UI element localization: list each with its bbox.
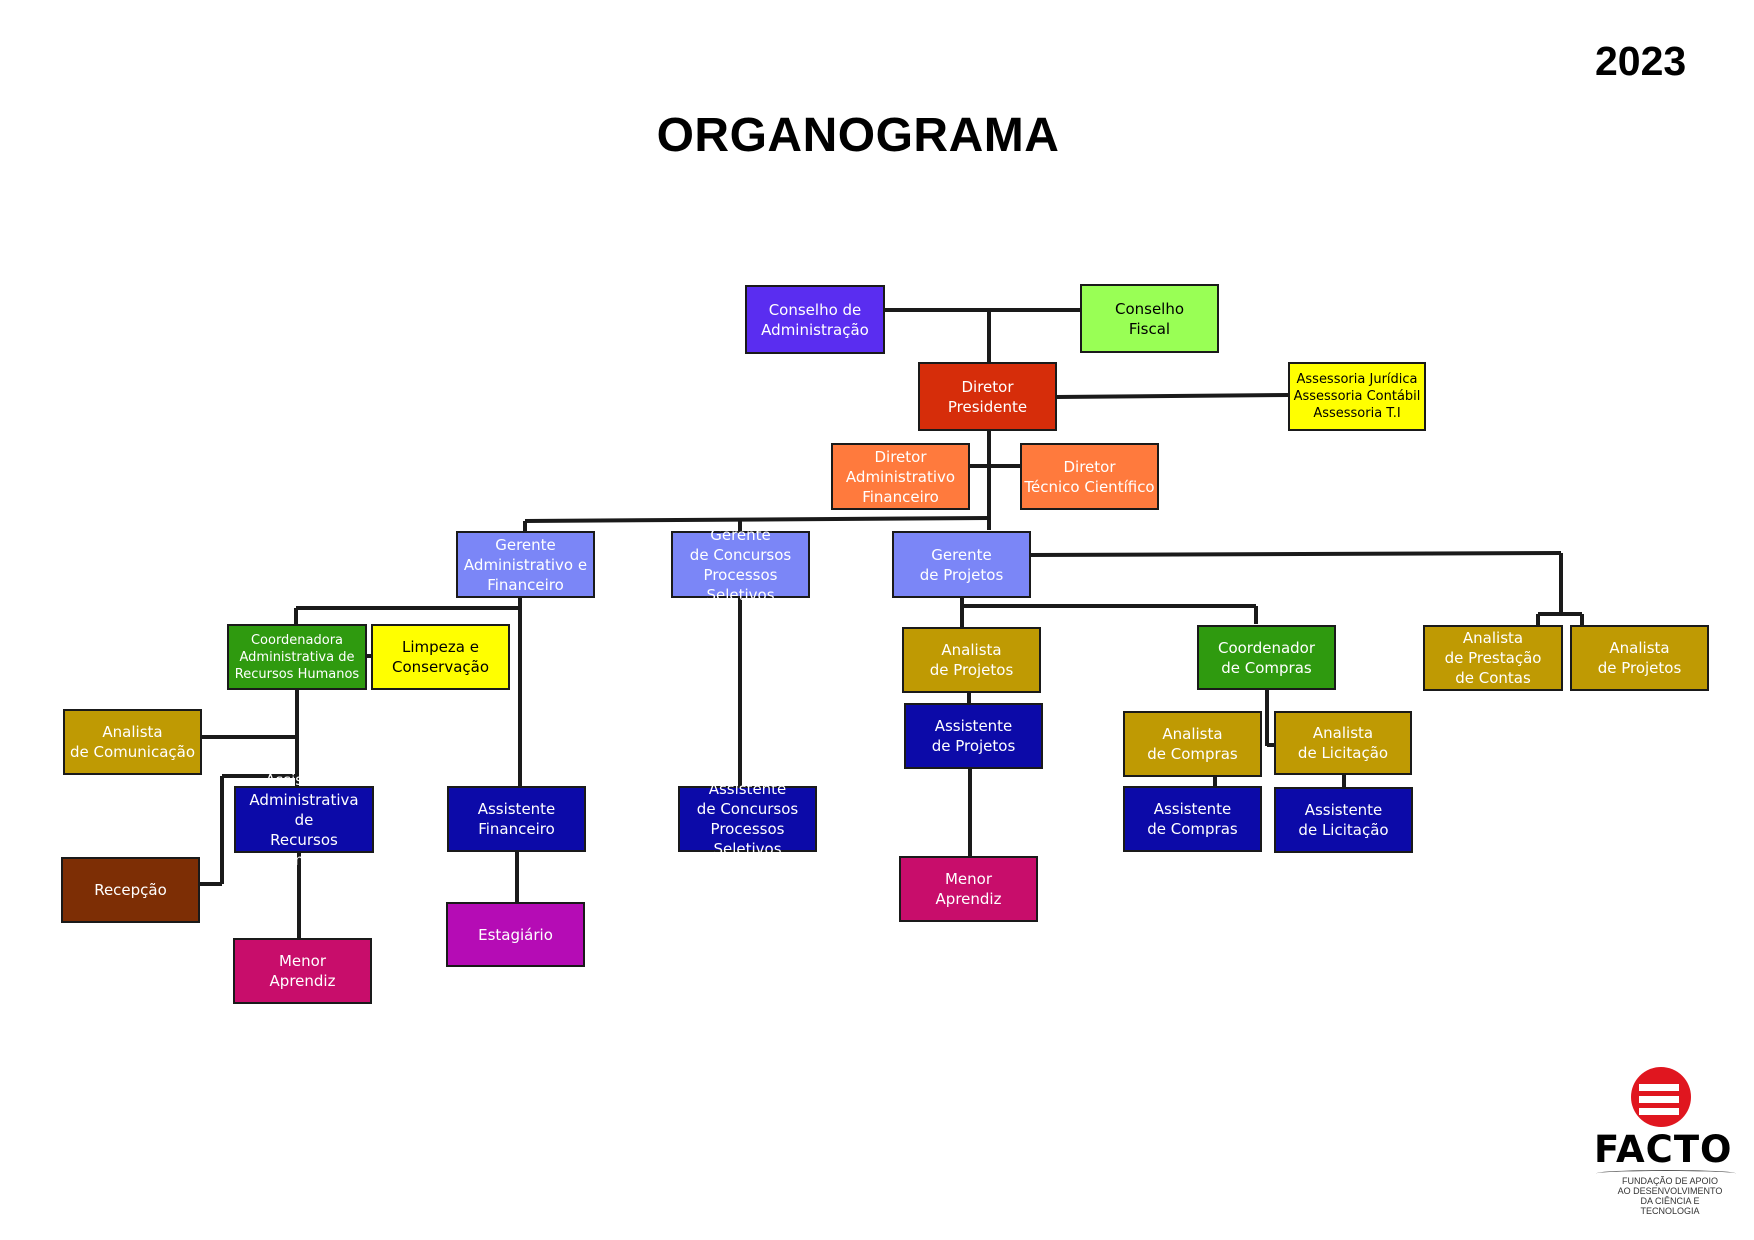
node-assistente-concursos: Assistente de Concursos Processos Seleti… xyxy=(678,780,817,858)
node-assistente-compras: Assistente de Compras xyxy=(1123,786,1262,852)
node-menor-aprendiz-rh: Menor Aprendiz xyxy=(233,938,372,1004)
node-assistente-rh: Assistente Administrativa de Recursos Hu… xyxy=(234,771,374,869)
node-conselho-fiscal: Conselho Fiscal xyxy=(1080,284,1219,353)
node-gerente-projetos: Gerente de Projetos xyxy=(892,531,1031,598)
node-assessoria: Assessoria Jurídica Assessoria Contábil … xyxy=(1288,362,1426,431)
node-analista-comunicacao: Analista de Comunicação xyxy=(63,709,202,775)
node-coordenadora-rh: Coordenadora Administrativa de Recursos … xyxy=(227,624,367,690)
node-analista-licitacao: Analista de Licitação xyxy=(1274,711,1412,775)
facto-logo-icon xyxy=(1631,1067,1691,1127)
node-diretor-administrativo-financeiro: Diretor Administrativo Financeiro xyxy=(831,443,970,510)
logo-swoosh xyxy=(1596,1170,1736,1177)
node-analista-projetos: Analista de Projetos xyxy=(902,627,1041,693)
node-assistente-projetos: Assistente de Projetos xyxy=(904,703,1043,769)
node-estagiario: Estagiário xyxy=(446,902,585,967)
node-assistente-licitacao: Assistente de Licitação xyxy=(1274,787,1413,853)
node-gerente-administrativo-financeiro: Gerente Administrativo e Financeiro xyxy=(456,531,595,598)
logo-name: FACTO xyxy=(1594,1128,1733,1171)
node-analista-prestacao-contas: Analista de Prestação de Contas xyxy=(1423,625,1563,691)
year-label: 2023 xyxy=(1595,38,1687,84)
node-analista-compras: Analista de Compras xyxy=(1123,711,1262,777)
node-coordenador-compras: Coordenador de Compras xyxy=(1197,625,1336,690)
node-conselho-administracao: Conselho de Administração xyxy=(745,285,885,354)
node-assistente-financeiro: Assistente Financeiro xyxy=(447,786,586,852)
page-title: ORGANOGRAMA xyxy=(656,109,1060,162)
node-diretor-presidente: Diretor Presidente xyxy=(918,362,1057,431)
facto-logo: FACTO FUNDAÇÃO DE APOIO AO DESENVOLVIMEN… xyxy=(1590,1062,1740,1216)
node-recepcao: Recepção xyxy=(61,857,200,923)
logo-subtitle: FUNDAÇÃO DE APOIO AO DESENVOLVIMENTO DA … xyxy=(1617,1176,1723,1216)
node-analista-projetos-2: Analista de Projetos xyxy=(1570,625,1709,691)
node-gerente-concursos: Gerente de Concursos Processos Seletivos xyxy=(671,526,810,604)
node-diretor-tecnico-cientifico: Diretor Técnico Científico xyxy=(1020,443,1159,510)
node-limpeza-conservacao: Limpeza e Conservação xyxy=(371,624,510,690)
node-menor-aprendiz-projetos: Menor Aprendiz xyxy=(899,856,1038,922)
